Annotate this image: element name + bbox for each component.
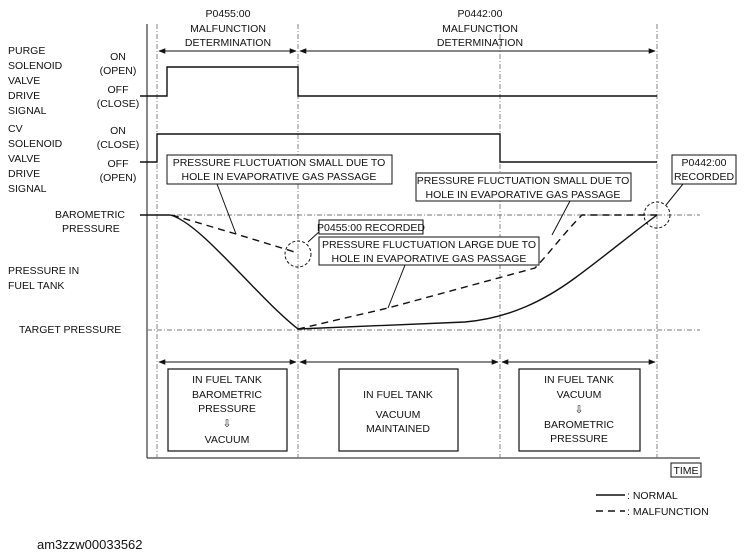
pressure-tank-label-2: FUEL TANK: [8, 280, 64, 292]
cv-label-4: DRIVE: [8, 168, 40, 180]
p0455-recorded-marker: [284, 240, 312, 268]
p0455-header-line1: MALFUNCTION: [190, 23, 266, 35]
p0455-header-code: P0455:00: [206, 8, 251, 20]
purge-off-label: OFF: [108, 84, 129, 96]
phase2-line1: IN FUEL TANK: [363, 389, 433, 401]
phase1-line1: IN FUEL TANK: [192, 374, 262, 386]
leader-small1: [216, 183, 237, 235]
leader-p0442-recorded: [665, 183, 684, 206]
callout-small2-line2: HOLE IN EVAPORATIVE GAS PASSAGE: [426, 189, 621, 201]
p0442-recorded-marker: [643, 201, 671, 229]
malfunction-curve-p0442: [297, 214, 657, 330]
callout-small2-box: [415, 172, 632, 202]
callout-p0442-recorded-line2: RECORDED: [674, 171, 735, 183]
cv-signal-line: [140, 133, 657, 163]
p0442-header-line2: DETERMINATION: [437, 37, 523, 49]
phase1-line3: PRESSURE: [198, 403, 256, 415]
cv-open-label: (OPEN): [100, 172, 137, 184]
purge-label-4: DRIVE: [8, 90, 40, 102]
callout-p0455-recorded: P0455:00 RECORDED: [317, 222, 425, 234]
malfunction-curve-p0455: [171, 214, 299, 254]
leader-large: [387, 264, 406, 309]
callout-p0442-recorded-box: [671, 154, 737, 185]
callout-p0442-recorded-line1: P0442:00: [682, 157, 727, 169]
p0442-header-line1: MALFUNCTION: [442, 23, 518, 35]
cv-label-3: VALVE: [8, 153, 40, 165]
phase3-arrow-glyph: ⇩: [575, 404, 584, 416]
cv-label-2: SOLENOID: [8, 138, 63, 150]
purge-label-1: PURGE: [8, 45, 45, 57]
phase3-line4: BAROMETRIC: [544, 419, 614, 431]
callout-large-line1: PRESSURE FLUCTUATION LARGE DUE TO: [322, 239, 536, 251]
cv-on-label: ON: [110, 125, 126, 137]
purge-close-label: (CLOSE): [97, 98, 140, 110]
phase2-box: [338, 368, 459, 452]
barometric-label-2: PRESSURE: [62, 223, 120, 235]
phase3-line2: VACUUM: [557, 389, 602, 401]
time-label-box: [670, 462, 702, 478]
phase3-line1: IN FUEL TANK: [544, 374, 614, 386]
phase3-box: [518, 368, 641, 452]
purge-label-5: SIGNAL: [8, 105, 47, 117]
leader-small2: [551, 200, 571, 236]
cv-label-5: SIGNAL: [8, 183, 47, 195]
figure-id: am3zzw00033562: [37, 537, 143, 552]
purge-label-3: VALVE: [8, 75, 40, 87]
purge-on-label: ON: [110, 51, 126, 63]
callout-large-line2: HOLE IN EVAPORATIVE GAS PASSAGE: [332, 253, 527, 265]
phase1-box: [167, 368, 288, 452]
callout-small1-line2: HOLE IN EVAPORATIVE GAS PASSAGE: [182, 171, 377, 183]
callout-small2-line1: PRESSURE FLUCTUATION SMALL DUE TO: [417, 175, 630, 187]
purge-signal-line: [140, 66, 657, 97]
phase1-line5: VACUUM: [205, 434, 250, 446]
legend-normal-label: : NORMAL: [627, 490, 678, 502]
purge-open-label: (OPEN): [100, 65, 137, 77]
phase1-arrow-glyph: ⇩: [223, 418, 232, 430]
cv-off-label: OFF: [108, 158, 129, 170]
callout-p0455-recorded-box: [318, 219, 424, 235]
time-label: TIME: [673, 465, 698, 477]
cv-close-label: (CLOSE): [97, 139, 140, 151]
phase3-line5: PRESSURE: [550, 433, 608, 445]
phase2-line2: VACUUM: [376, 409, 421, 421]
callout-large-box: [318, 236, 540, 266]
callout-small1-line1: PRESSURE FLUCTUATION SMALL DUE TO: [173, 157, 386, 169]
target-pressure-label: TARGET PRESSURE: [19, 324, 121, 336]
phase2-line3: MAINTAINED: [366, 423, 430, 435]
p0442-header-code: P0442:00: [458, 8, 503, 20]
leader-p0455-recorded: [307, 230, 321, 243]
callout-small1-box: [166, 154, 393, 185]
pressure-tank-label-1: PRESSURE IN: [8, 265, 79, 277]
phase1-line2: BAROMETRIC: [192, 389, 262, 401]
normal-pressure-curve: [140, 214, 658, 330]
barometric-label-1: BAROMETRIC: [55, 209, 125, 221]
cv-label-1: CV: [8, 123, 23, 135]
purge-label-2: SOLENOID: [8, 60, 63, 72]
p0455-header-line2: DETERMINATION: [185, 37, 271, 49]
legend-malfunction-label: : MALFUNCTION: [627, 506, 709, 518]
